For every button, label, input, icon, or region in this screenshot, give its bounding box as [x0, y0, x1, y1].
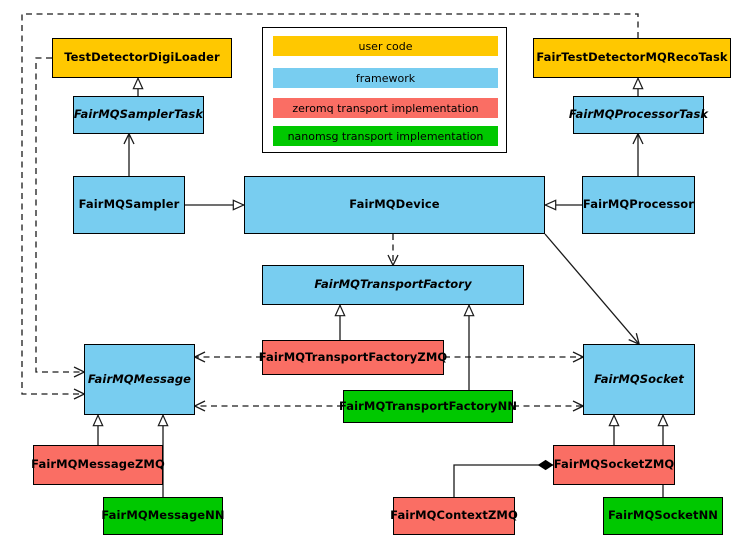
node-fairmqprocessortask[interactable]: FairMQProcessorTask — [569, 96, 708, 134]
node-fairtestdetectormqrecotask[interactable]: FairTestDetectorMQRecoTask — [533, 38, 731, 78]
node-label: FairMQSocket — [594, 371, 684, 386]
node-label: FairMQMessageNN — [101, 508, 225, 523]
node-label: FairMQTransportFactoryNN — [338, 398, 518, 413]
legend-item-zeromq: zeromq transport implementation — [273, 98, 498, 118]
node-label: FairMQSocketNN — [607, 508, 719, 523]
node-fairmqsocketnn[interactable]: FairMQSocketNN — [603, 497, 723, 535]
node-label: FairMQProcessorTask — [568, 107, 709, 122]
node-label: FairMQMessage — [87, 371, 192, 386]
node-label: FairMQTransportFactory — [314, 277, 472, 292]
legend-item-user-code: user code — [273, 36, 498, 56]
legend-label: user code — [358, 39, 413, 53]
node-label: FairMQSocketZMQ — [553, 457, 675, 472]
legend-label: nanomsg transport implementation — [287, 129, 484, 143]
node-fairmqsocketzmq[interactable]: FairMQSocketZMQ — [553, 445, 675, 485]
node-fairmqmessagezmq[interactable]: FairMQMessageZMQ — [31, 445, 165, 485]
legend-item-nanomsg: nanomsg transport implementation — [273, 126, 498, 146]
node-fairmqdevice[interactable]: FairMQDevice — [244, 176, 545, 234]
edge-device-socket — [544, 233, 639, 344]
node-label: FairMQProcessor — [582, 197, 695, 212]
node-label: TestDetectorDigiLoader — [64, 50, 220, 65]
node-fairmqsocket[interactable]: FairMQSocket — [583, 344, 695, 415]
node-fairmqsamplertask[interactable]: FairMQSamplerTask — [73, 96, 204, 134]
node-fairmqsampler[interactable]: FairMQSampler — [73, 176, 185, 234]
node-fairmqprocessor[interactable]: FairMQProcessor — [582, 176, 695, 234]
node-label: FairTestDetectorMQRecoTask — [536, 50, 728, 65]
legend-item-framework: framework — [273, 68, 498, 88]
legend-panel: user code framework zeromq transport imp… — [262, 27, 507, 153]
node-testdetectordigiloader[interactable]: TestDetectorDigiLoader — [52, 38, 232, 78]
node-label: FairMQSampler — [78, 197, 180, 212]
node-fairmqmessagenn[interactable]: FairMQMessageNN — [101, 497, 225, 535]
node-fairmqtransportfactory[interactable]: FairMQTransportFactory — [262, 265, 524, 305]
node-label: FairMQTransportFactoryZMQ — [258, 349, 448, 364]
node-label: FairMQContextZMQ — [390, 508, 518, 523]
node-label: FairMQSamplerTask — [73, 107, 204, 122]
node-label: FairMQDevice — [349, 197, 440, 212]
node-fairmqcontextzmq[interactable]: FairMQContextZMQ — [390, 497, 518, 535]
node-fairmqtransportfactorynn[interactable]: FairMQTransportFactoryNN — [339, 390, 517, 423]
edge-contextzmq-socketzmq — [453, 465, 553, 497]
node-fairmqtransportfactoryzmq[interactable]: FairMQTransportFactoryZMQ — [259, 340, 447, 375]
legend-label: framework — [355, 71, 416, 85]
legend-label: zeromq transport implementation — [292, 101, 479, 115]
node-fairmqmessage[interactable]: FairMQMessage — [84, 344, 195, 415]
node-label: FairMQMessageZMQ — [31, 457, 165, 472]
